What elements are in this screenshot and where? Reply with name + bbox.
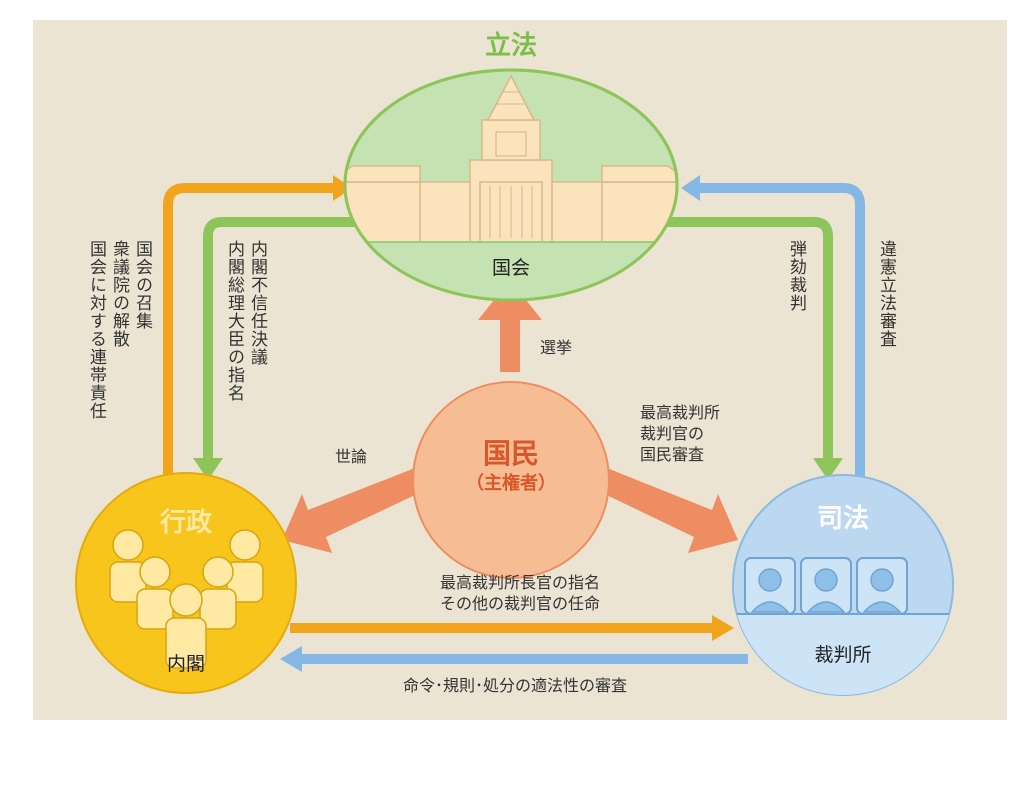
executive-title: 行政	[159, 508, 212, 538]
legislative-title: 立法	[484, 31, 537, 61]
label-cabinet-to-diet-3: 国会に対する連帯責任	[86, 240, 106, 420]
diet-building-icon	[345, 74, 677, 300]
label-people-to-cabinet: 世論	[335, 447, 368, 466]
label-people-to-court-1: 最高裁判所	[640, 403, 721, 422]
diet-circle	[343, 68, 679, 302]
arrowhead-court-to-diet	[681, 175, 700, 201]
label-diet-to-cabinet-2: 内閣総理大臣の指名	[224, 240, 244, 402]
label-people-to-court-2: 裁判官の	[640, 424, 705, 443]
label-people-to-court-3: 国民審査	[640, 445, 705, 464]
arrowhead-cabinet-to-court	[712, 615, 734, 641]
arrow-diet-to-court	[660, 217, 833, 460]
label-diet-to-cabinet-1: 内閣不信任決議	[247, 240, 267, 366]
legislative-body-label: 国会	[491, 257, 530, 279]
arrow-people-to-diet	[478, 280, 542, 372]
executive-body-label: 内閣	[166, 653, 205, 675]
judicial-title: 司法	[816, 504, 869, 534]
label-diet-to-court: 弾劾裁判	[786, 240, 806, 312]
arrow-people-to-court	[592, 466, 738, 553]
label-court-to-diet: 違憲立法審査	[876, 240, 896, 348]
arrow-court-to-diet	[700, 183, 865, 482]
arrowhead-diet-to-cabinet	[193, 458, 223, 480]
label-cabinet-to-diet-1: 国会の召集	[132, 240, 152, 330]
people-subtitle: （主権者）	[466, 473, 556, 494]
cabinet-circle	[75, 472, 297, 694]
label-cabinet-to-court-2: その他の裁判官の任命	[439, 594, 600, 613]
arrowhead-court-to-cabinet	[280, 646, 302, 672]
label-cabinet-to-diet-2: 衆議院の解散	[109, 240, 129, 348]
label-people-to-diet: 選挙	[540, 338, 573, 357]
label-court-to-cabinet: 命令･規則･処分の適法性の審査	[402, 676, 627, 695]
arrowhead-diet-to-court	[813, 458, 843, 480]
judicial-body-label: 裁判所	[814, 644, 872, 666]
people-title: 国民	[482, 437, 539, 470]
arrow-diet-to-cabinet	[203, 217, 360, 460]
people-arrows	[282, 280, 738, 553]
cabinet-people-icon	[109, 529, 264, 669]
label-cabinet-to-court-1: 最高裁判所長官の指名	[439, 573, 600, 592]
people-circle	[412, 381, 610, 579]
arrow-people-to-cabinet	[282, 466, 430, 553]
arrowhead-cabinet-to-diet	[333, 175, 352, 201]
arrow-cabinet-to-diet	[163, 183, 333, 488]
